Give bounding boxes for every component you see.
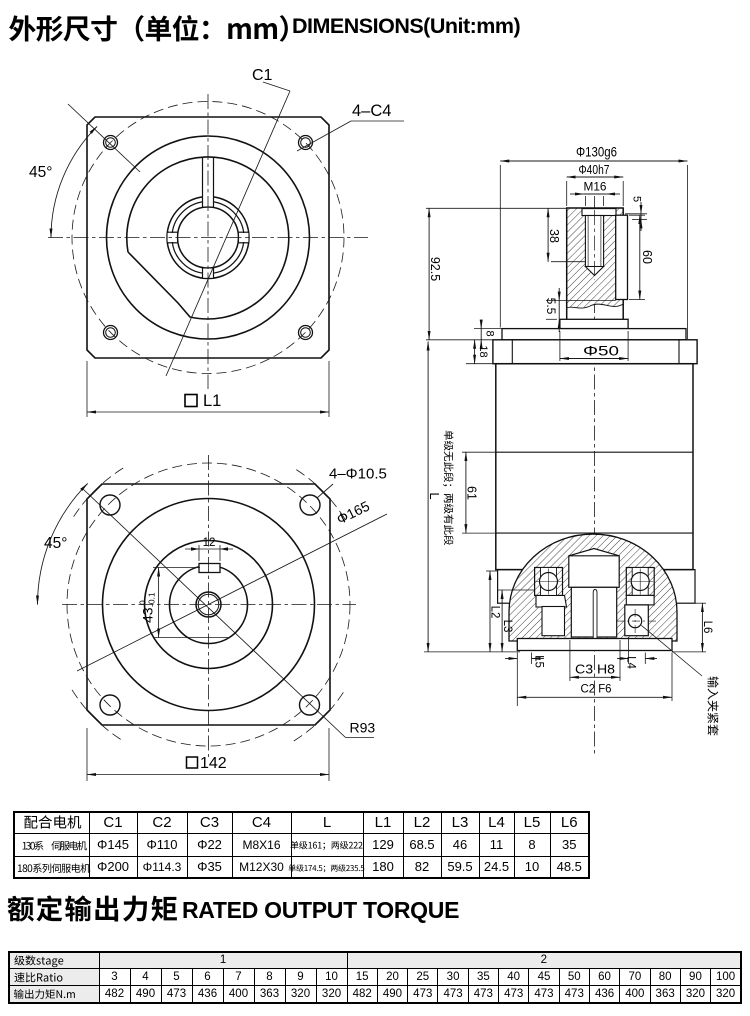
svg-text:Φ165: Φ165 (334, 497, 372, 527)
svg-text:45°: 45° (29, 164, 52, 181)
svg-text:45°: 45° (44, 535, 67, 552)
svg-text:60: 60 (640, 250, 654, 264)
svg-text:C3 H8: C3 H8 (575, 662, 615, 677)
svg-text:L2: L2 (489, 606, 501, 619)
svg-text:4–C4: 4–C4 (352, 102, 391, 120)
svg-text:L4: L4 (625, 656, 637, 669)
svg-text:142: 142 (200, 755, 227, 772)
svg-text:61: 61 (465, 486, 479, 500)
svg-text:Φ130g6: Φ130g6 (576, 145, 617, 160)
svg-text:M16: M16 (584, 182, 607, 194)
svg-text:L3: L3 (501, 620, 513, 633)
svg-text:Φ50: Φ50 (583, 344, 619, 359)
svg-text:L6: L6 (701, 621, 713, 634)
svg-text:0: 0 (138, 600, 148, 605)
svg-text:5.5: 5.5 (544, 298, 558, 315)
svg-text:18: 18 (477, 345, 489, 357)
svg-text:Φ40h7: Φ40h7 (579, 163, 610, 177)
svg-text:C1: C1 (252, 67, 273, 84)
svg-text:L1: L1 (203, 392, 221, 410)
svg-text:5: 5 (631, 196, 643, 202)
svg-text:38: 38 (547, 229, 561, 243)
svg-text:L5: L5 (533, 655, 545, 668)
svg-text:92.5: 92.5 (428, 257, 442, 281)
svg-text:R93: R93 (350, 720, 376, 736)
svg-text:8: 8 (484, 330, 496, 336)
svg-text:4–Φ10.5: 4–Φ10.5 (329, 466, 387, 483)
svg-text:-0.1: -0.1 (147, 592, 157, 607)
svg-text:43: 43 (140, 607, 156, 623)
svg-text:12: 12 (203, 537, 216, 549)
svg-text:C2 F6: C2 F6 (581, 682, 612, 696)
svg-text:L: L (427, 492, 442, 499)
